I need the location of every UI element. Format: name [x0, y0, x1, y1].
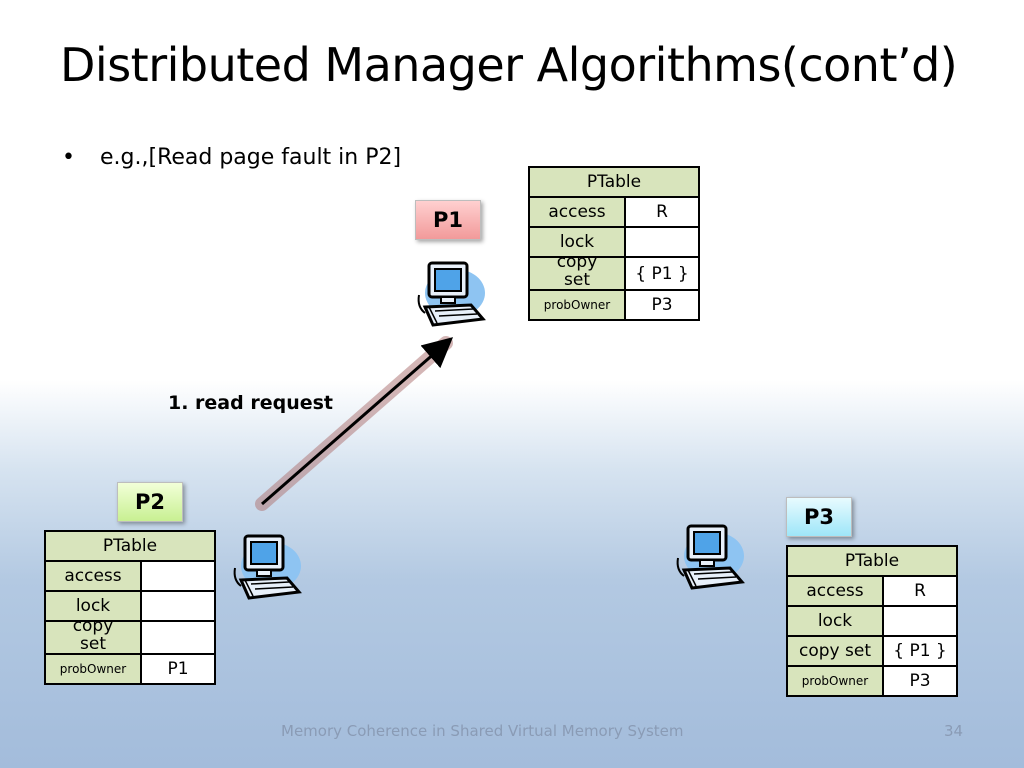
value-access: R	[882, 575, 958, 607]
field-access: access	[786, 575, 884, 607]
bullet-text: e.g.,[Read page fault in P2]	[100, 145, 402, 170]
ptable-header: PTable	[786, 545, 958, 577]
slide-title: Distributed Manager Algorithms(cont’d)	[60, 38, 958, 92]
value-access: R	[624, 196, 700, 228]
value-prob-owner: P1	[140, 653, 216, 685]
arrow-label: 1. read request	[168, 392, 334, 414]
value-lock	[882, 605, 958, 637]
field-copy-set-line2: set	[80, 634, 106, 654]
value-lock	[624, 226, 700, 258]
field-access: access	[44, 560, 142, 592]
value-copy-set: { P1 }	[882, 635, 958, 667]
p2-computer-icon	[233, 534, 302, 600]
slide-footer: Memory Coherence in Shared Virtual Memor…	[281, 722, 684, 740]
bullet-marker: •	[62, 145, 75, 170]
field-lock: lock	[786, 605, 884, 637]
p3-computer-icon	[676, 524, 745, 590]
ptable-header: PTable	[44, 530, 216, 562]
field-copy-set: copy set	[786, 635, 884, 667]
value-prob-owner: P3	[882, 665, 958, 697]
p3-ptable: PTable access R lock copy set { P1 } pro…	[786, 545, 958, 697]
value-copy-set	[140, 620, 216, 655]
page-number: 34	[944, 722, 964, 740]
value-lock	[140, 590, 216, 622]
field-prob-owner: probOwner	[44, 653, 142, 685]
field-prob-owner: probOwner	[786, 665, 884, 697]
p2-label: P2	[117, 482, 183, 522]
value-copy-set: { P1 }	[624, 256, 700, 291]
p1-computer-icon	[417, 261, 486, 327]
field-prob-owner: probOwner	[528, 289, 626, 321]
field-copy-set-line1: copy	[72, 621, 114, 636]
ptable-header: PTable	[528, 166, 700, 198]
bullet-item: • e.g.,[Read page fault in P2]	[62, 145, 401, 170]
p3-label: P3	[786, 497, 852, 537]
field-copy-set-line2: set	[564, 270, 590, 290]
field-copy-set-line1: copy	[556, 257, 598, 272]
value-prob-owner: P3	[624, 289, 700, 321]
p1-label: P1	[415, 200, 481, 240]
field-lock: lock	[44, 590, 142, 622]
value-access	[140, 560, 216, 592]
field-lock: lock	[528, 226, 626, 258]
field-access: access	[528, 196, 626, 228]
